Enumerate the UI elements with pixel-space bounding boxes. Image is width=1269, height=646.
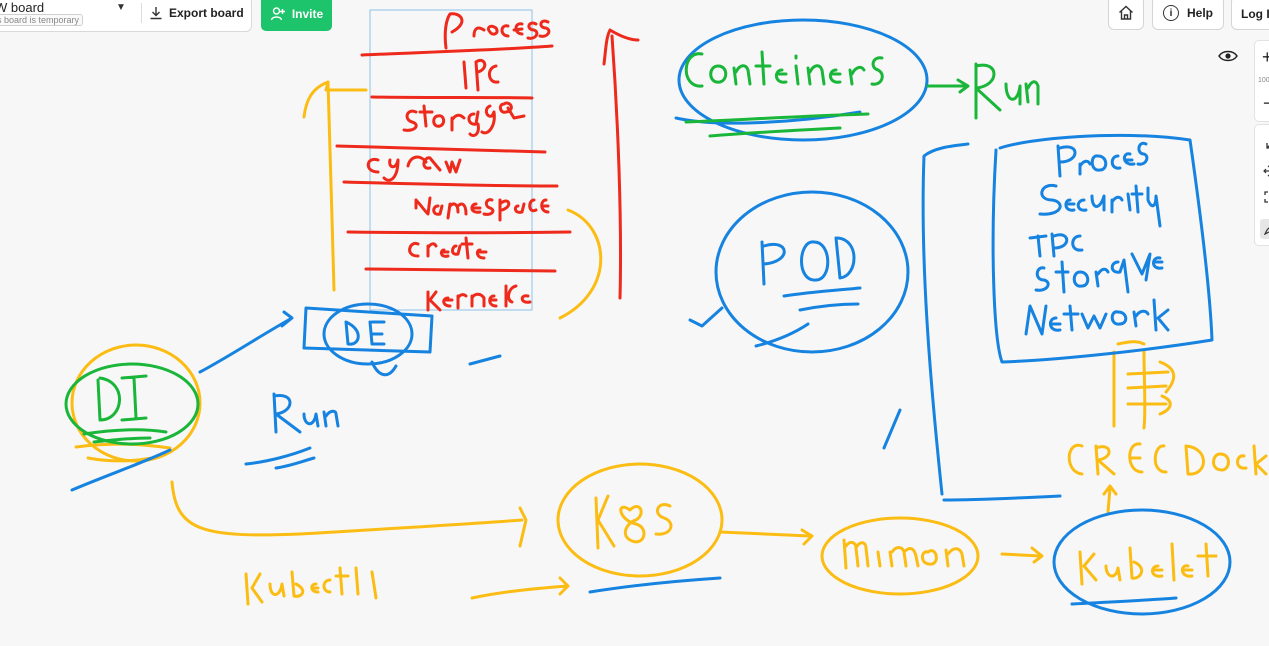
move-button[interactable] <box>1260 161 1269 181</box>
pen-tool-button[interactable] <box>1260 219 1269 239</box>
export-board-button[interactable]: Export board <box>149 3 244 23</box>
green-connectors <box>64 50 1040 446</box>
zoom-in-button[interactable]: + <box>1262 47 1269 67</box>
invite-button[interactable]: Invite <box>261 0 332 31</box>
chevron-down-icon[interactable]: ▼ <box>116 2 126 13</box>
export-board-label: Export board <box>169 6 244 20</box>
eye-icon[interactable] <box>1218 48 1238 64</box>
help-label: Help <box>1186 6 1213 20</box>
shrink-button[interactable] <box>1260 135 1269 155</box>
temporary-board-badge: s board is temporary <box>0 14 84 26</box>
toolbar-divider <box>141 3 142 23</box>
home-icon <box>1119 5 1133 20</box>
invite-label: Invite <box>291 6 324 21</box>
home-button[interactable] <box>1108 0 1144 30</box>
move-icon <box>1263 165 1269 177</box>
login-button[interactable]: Log In <box>1231 0 1269 30</box>
fit-screen-button[interactable] <box>1260 187 1269 207</box>
tool-panel <box>1254 124 1269 246</box>
board-title[interactable]: W board <box>0 0 45 15</box>
info-icon: i <box>1162 5 1179 21</box>
red-layer-stack <box>335 9 640 312</box>
help-button[interactable]: i Help <box>1152 0 1224 30</box>
shrink-icon <box>1266 143 1269 149</box>
zoom-level: 100 <box>1258 77 1269 84</box>
add-user-icon <box>270 6 285 20</box>
blue-connectors <box>70 18 1232 616</box>
pen-icon <box>1264 227 1269 235</box>
zoom-out-button[interactable]: − <box>1263 93 1269 113</box>
download-icon <box>150 7 162 20</box>
zoom-controls: + 100 − <box>1254 40 1269 122</box>
fit-screen-icon <box>1264 191 1268 203</box>
board-title-box[interactable]: W board s board is temporary ▼ Export bo… <box>0 0 252 32</box>
